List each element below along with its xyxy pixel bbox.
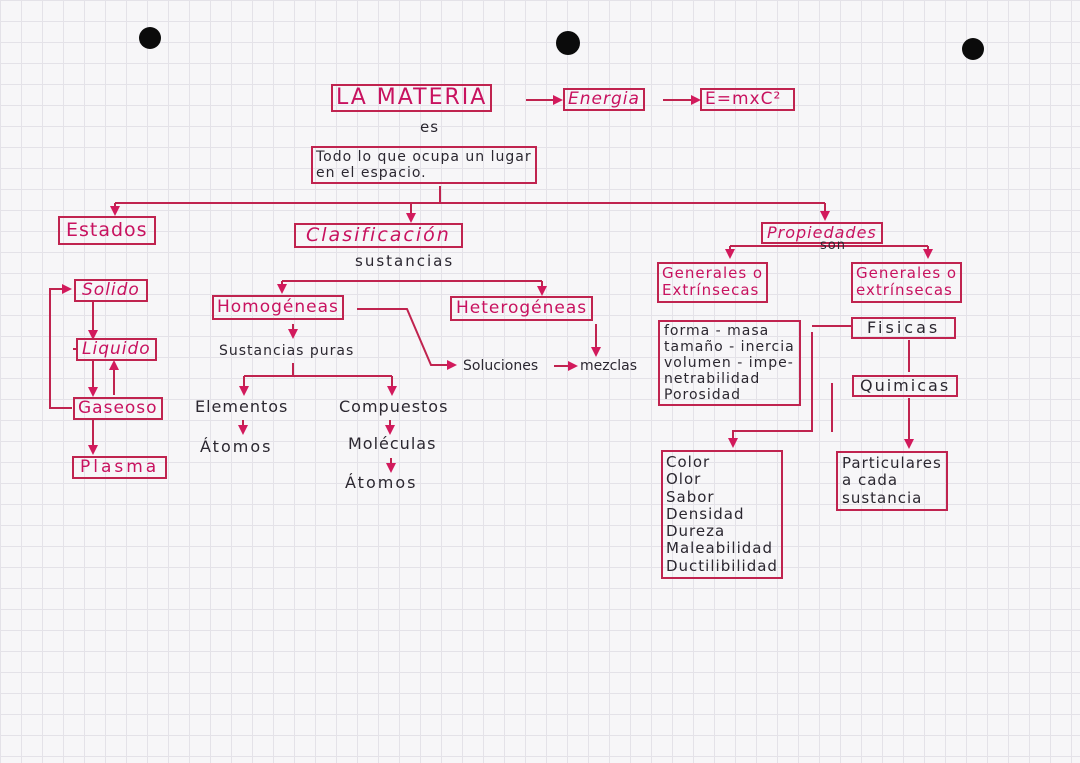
label-son: son: [820, 238, 846, 253]
arrow-extrinsic-to-physical: [728, 332, 813, 448]
binder-hole-middle: [556, 31, 580, 55]
node-quimicas: Quimicas: [852, 375, 959, 397]
node-energia: Energia: [563, 88, 645, 111]
binder-hole-right: [962, 38, 984, 60]
node-particulares: Particulares a cada sustancia: [836, 451, 948, 511]
label-sustancias: sustancias: [355, 252, 455, 270]
label-es: es: [420, 118, 440, 136]
line-puras-branch: [244, 363, 392, 377]
label-atomos-elementos: Átomos: [200, 437, 273, 456]
label-moleculas: Moléculas: [348, 434, 437, 453]
binder-hole-left: [139, 27, 161, 49]
node-heterogeneas: Heterogéneas: [450, 296, 594, 321]
node-solido: Solido: [74, 279, 148, 302]
node-estados: Estados: [58, 216, 156, 245]
node-formula: E=mxC²: [700, 88, 796, 111]
label-sustancias-puras: Sustancias puras: [219, 343, 355, 359]
node-liquido: Liquido: [76, 338, 157, 361]
node-clasificacion: Clasificación: [294, 223, 463, 248]
line-homogeneas-soluciones: [357, 308, 457, 370]
node-gaseoso: Gaseoso: [73, 397, 163, 420]
node-propiedades: Propiedades: [761, 222, 883, 244]
loop-gaseoso-solido: [49, 284, 72, 409]
node-generales-left: Generales o Extrínsecas: [657, 262, 769, 303]
label-mezclas: mezclas: [580, 358, 638, 374]
label-compuestos: Compuestos: [339, 397, 449, 416]
label-atomos-compuestos: Átomos: [345, 473, 418, 492]
label-elementos: Elementos: [195, 397, 289, 416]
node-la-materia: LA MATERIA: [331, 84, 493, 112]
node-physical-list: Color Olor Sabor Densidad Dureza Maleabi…: [661, 450, 783, 579]
node-homogeneas: Homogéneas: [212, 295, 344, 320]
node-fisicas: Fisicas: [851, 317, 957, 339]
node-plasma: Plasma: [72, 456, 168, 479]
label-soluciones: Soluciones: [463, 358, 539, 374]
node-generales-right: Generales o extrínsecas: [851, 262, 963, 303]
node-extrinsic-list: forma - masa tamaño - inercia volumen - …: [658, 320, 801, 407]
node-definition: Todo lo que ocupa un lugar en el espacio…: [311, 146, 537, 185]
